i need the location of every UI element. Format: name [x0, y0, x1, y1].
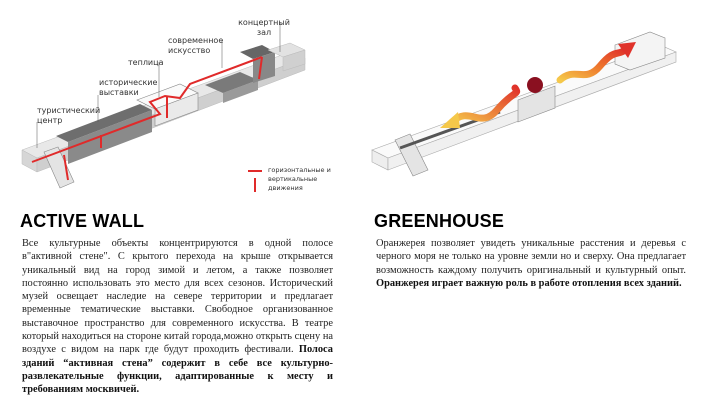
greenhouse-title: GREENHOUSE [374, 211, 505, 231]
label-greenhouse: теплица [128, 58, 164, 67]
active-wall-text-bold: Полоса зданий “активная стена” содержит … [22, 344, 333, 396]
greenhouse-diagram [371, 31, 677, 177]
legend-movements: горизонтальные и вертикальные движения [268, 166, 331, 192]
label-modern-art: современное искусство [168, 36, 224, 55]
active-wall-title: ACTIVE WALL [20, 211, 145, 231]
heat-flow-arrows [440, 42, 636, 128]
label-concert-hall: концертный зал [238, 18, 290, 37]
active-wall-description: Все культурные объекты концентрируются в… [22, 237, 333, 397]
greenhouse-text-bold: Оранжерея играет важную роль в работе от… [376, 277, 682, 289]
greenhouse-text: Оранжерея позволяет увидеть уникальные р… [376, 238, 686, 276]
greenhouse-description: Оранжерея позволяет увидеть уникальные р… [376, 237, 686, 290]
active-wall-text: Все культурные объекты концентрируются в… [22, 238, 333, 356]
building-strip [21, 42, 306, 189]
heat-source-circle [527, 77, 543, 93]
label-historic-exhibitions: исторические выставки [99, 78, 158, 97]
label-leaders [36, 22, 281, 148]
legend-arrows [248, 170, 262, 192]
movement-path [31, 56, 263, 181]
label-tourist-center: туристический центр [37, 106, 101, 125]
